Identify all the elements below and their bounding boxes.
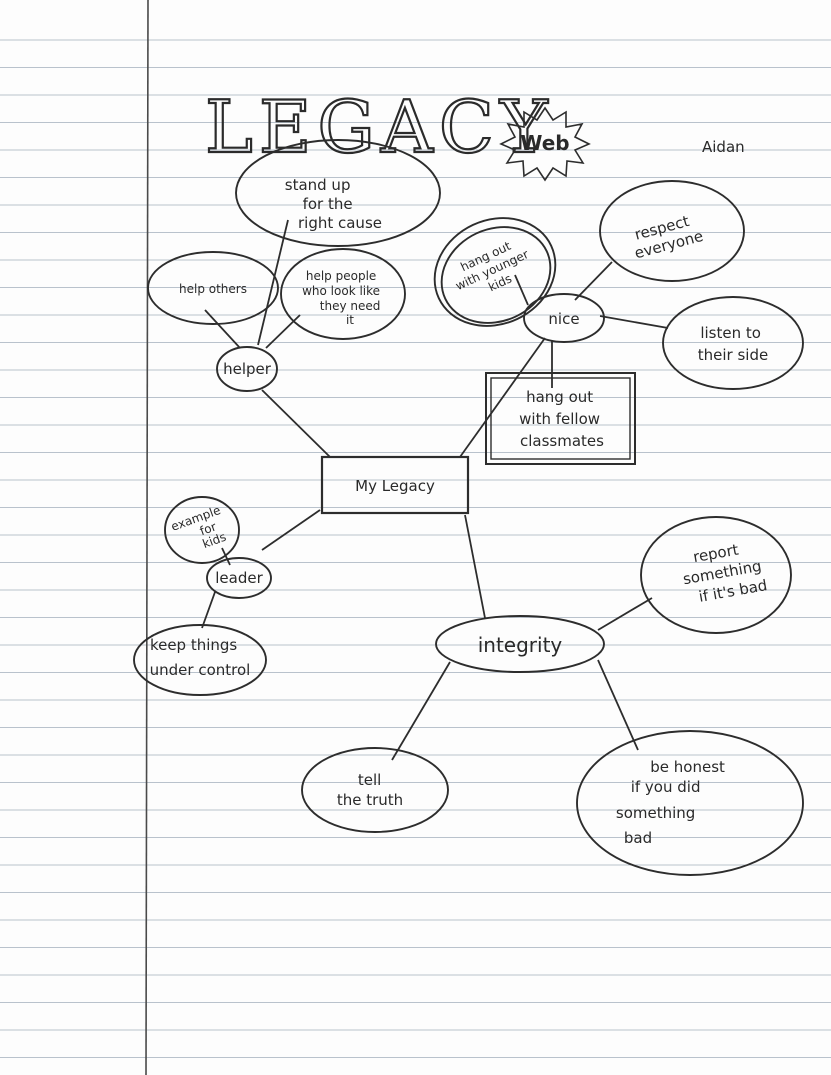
nice-branch: nice hang out with younger kids respect … xyxy=(433,180,804,465)
help-people-text: help people who look like they need it xyxy=(302,269,384,327)
classmates-line-1: hang out xyxy=(526,388,593,406)
respect-text: respect everyone xyxy=(628,209,705,262)
tell-truth-bubble xyxy=(301,747,449,833)
help-people-line-2: who look like xyxy=(302,284,380,298)
center-node: My Legacy xyxy=(320,455,470,515)
edge-nice-youngerkids xyxy=(514,274,529,306)
listen-line-1: listen to xyxy=(700,324,761,342)
leader-node xyxy=(206,557,272,599)
classmates-line-3: classmates xyxy=(520,432,604,450)
stand-up-line-3: right cause xyxy=(298,214,382,232)
control-line-1: keep things xyxy=(150,636,237,654)
younger-kids-bubble-inner xyxy=(440,226,552,324)
edge-leader-control xyxy=(201,591,216,629)
listen-text: listen to their side xyxy=(698,324,768,364)
edge-leader-example xyxy=(221,547,231,566)
classmates-line-2: with fellow xyxy=(519,410,600,428)
report-bubble xyxy=(640,516,792,634)
leader-branch: leader example for kids keep things unde… xyxy=(133,496,272,696)
edge-center-leader xyxy=(261,509,321,551)
be-honest-line-4: bad xyxy=(624,829,652,847)
starburst-icon xyxy=(499,106,591,182)
help-people-line-4: it xyxy=(346,313,354,327)
listen-line-2: their side xyxy=(698,346,768,364)
example-text: example for kids xyxy=(169,502,235,560)
tell-truth-line-1: tell xyxy=(358,771,381,789)
control-bubble xyxy=(133,624,267,696)
margin-line xyxy=(145,0,149,1075)
help-others-bubble xyxy=(147,251,279,325)
help-others-text: help others xyxy=(179,282,247,296)
edge-helper-standup xyxy=(257,219,289,346)
example-bubble xyxy=(164,496,240,564)
stand-up-line-2: for the xyxy=(303,195,353,213)
leader-label: leader xyxy=(215,569,263,587)
nice-label: nice xyxy=(548,310,579,328)
classmates-text: hang out with fellow classmates xyxy=(519,388,605,450)
example-line-2: for xyxy=(198,519,218,538)
classmates-box xyxy=(485,372,636,465)
web-badge-label: Web xyxy=(520,131,569,155)
helper-branch: helper stand up for the right cause help… xyxy=(147,139,441,392)
help-people-line-3: they need xyxy=(320,299,381,313)
edge-nice-respect xyxy=(574,261,613,301)
help-people-line-1: help people xyxy=(306,269,376,283)
helper-label: helper xyxy=(223,360,272,378)
nice-node xyxy=(523,293,605,343)
author-name: Aidan xyxy=(702,138,745,156)
stand-up-line-1: stand up xyxy=(285,176,351,194)
edge-center-nice xyxy=(459,337,546,458)
edge-helper-helpothers xyxy=(204,309,241,349)
edge-integrity-honest xyxy=(597,659,639,751)
integrity-label: integrity xyxy=(478,633,563,657)
edge-nice-listen xyxy=(599,315,669,329)
be-honest-line-2: if you did xyxy=(631,778,701,796)
page-title: LEGACY xyxy=(205,85,554,169)
report-text: report something if it's bad xyxy=(678,536,771,608)
edge-center-helper xyxy=(261,389,331,458)
be-honest-text: be honest if you did something bad xyxy=(616,758,730,847)
be-honest-bubble xyxy=(576,730,804,876)
younger-kids-bubble xyxy=(433,217,557,327)
edge-center-integrity xyxy=(464,514,486,619)
web-badge: Web xyxy=(499,106,591,182)
web-edges xyxy=(201,219,669,761)
be-honest-line-3: something xyxy=(616,804,695,822)
edge-helper-helppeople xyxy=(265,314,301,349)
center-box xyxy=(320,455,470,515)
edge-integrity-report xyxy=(597,597,653,631)
help-people-bubble xyxy=(280,248,406,340)
integrity-branch: integrity report something if it's bad t… xyxy=(301,516,804,876)
control-line-2: under control xyxy=(150,661,251,679)
center-label: My Legacy xyxy=(355,477,435,495)
stand-up-text: stand up for the right cause xyxy=(285,176,382,232)
tell-truth-text: tell the truth xyxy=(337,771,403,809)
integrity-node xyxy=(435,615,605,673)
be-honest-line-1: be honest xyxy=(650,758,725,776)
edge-integrity-tell xyxy=(391,661,451,761)
helper-node xyxy=(216,346,278,392)
listen-bubble xyxy=(662,296,804,390)
control-text: keep things under control xyxy=(150,636,251,679)
classmates-box-inner xyxy=(490,377,631,460)
respect-bubble xyxy=(599,180,745,282)
stand-up-bubble xyxy=(235,139,441,247)
tell-truth-line-2: the truth xyxy=(337,791,403,809)
